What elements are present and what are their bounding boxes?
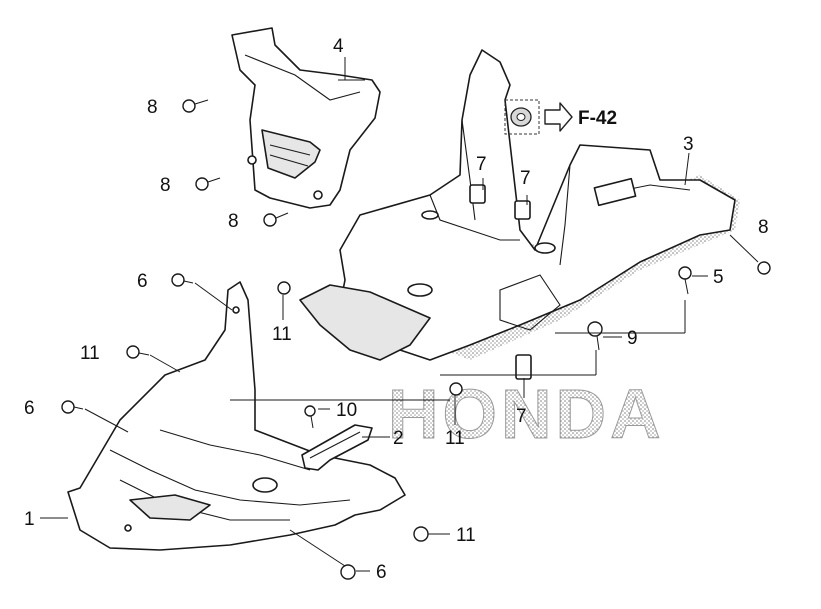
bolt-8-c — [263, 212, 289, 227]
callout-3: 3 — [683, 134, 694, 155]
part-2-bracket — [301, 424, 373, 471]
clip-7-a — [469, 184, 486, 204]
leader-lines — [40, 57, 759, 572]
callout-9: 9 — [627, 328, 638, 349]
bolt-11-d — [413, 526, 429, 542]
callout-5: 5 — [713, 267, 724, 288]
bolt-11-b — [126, 345, 150, 359]
bolt-8-a — [182, 99, 209, 113]
callout-11-b: 11 — [80, 343, 100, 364]
callout-6-b: 6 — [24, 398, 35, 419]
bolt-11-c — [449, 382, 463, 396]
reference-f42: F-42 — [578, 108, 617, 129]
callout-8-a: 8 — [147, 97, 158, 118]
bolt-6-b — [61, 400, 84, 414]
bolt-11-a — [277, 281, 291, 295]
part-3-floor-panel — [299, 49, 740, 361]
callout-11-c: 11 — [445, 428, 465, 449]
clip-7-b — [514, 200, 531, 220]
callout-2: 2 — [393, 428, 404, 449]
callout-6-c: 6 — [376, 562, 387, 583]
callout-8-d: 8 — [758, 217, 769, 238]
part-4-upper-cover — [231, 27, 381, 209]
callout-6-a: 6 — [137, 271, 148, 292]
part-1-under-cover — [67, 281, 406, 551]
arrow-right-icon — [544, 102, 573, 132]
callout-1: 1 — [24, 509, 35, 530]
bolt-8-b — [195, 177, 221, 191]
callout-7-a: 7 — [476, 154, 487, 175]
callout-7-c: 7 — [516, 406, 527, 427]
bolt-6-c — [340, 564, 356, 580]
callout-10: 10 — [336, 400, 357, 421]
bolt-5 — [678, 266, 692, 295]
callout-11-a: 11 — [272, 324, 292, 345]
callout-4: 4 — [333, 36, 344, 57]
bolt-9 — [587, 321, 603, 351]
callout-8-b: 8 — [160, 175, 171, 196]
grommet-icon — [504, 99, 540, 135]
callout-7-b: 7 — [520, 168, 531, 189]
bolt-6-a — [171, 273, 194, 287]
bolt-8-d — [757, 261, 771, 275]
screw-10 — [304, 405, 316, 429]
callout-8-c: 8 — [228, 211, 239, 232]
callout-11-d: 11 — [456, 525, 476, 546]
